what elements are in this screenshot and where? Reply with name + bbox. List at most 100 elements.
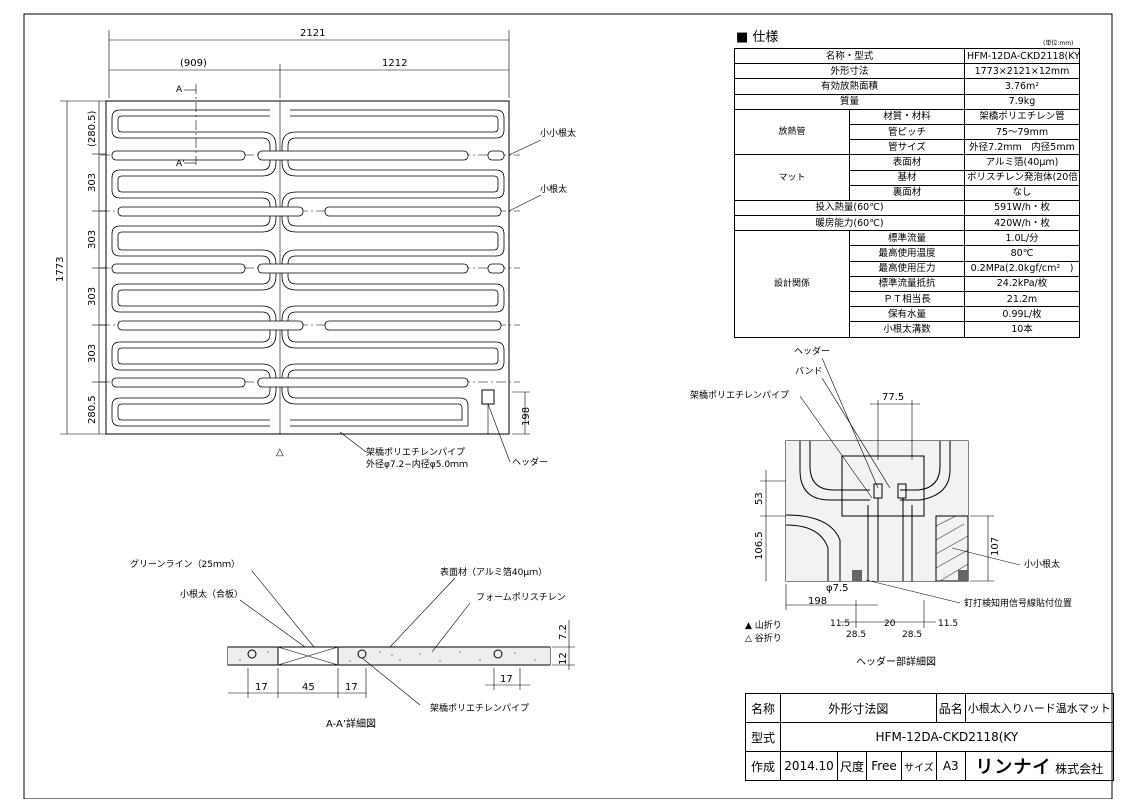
tb-size-label: サイズ bbox=[901, 751, 937, 781]
dim-11-5a: 11.5 bbox=[830, 619, 850, 629]
legend-mountain: ▲ 山折り bbox=[745, 619, 782, 631]
label-small-joist-short: 小小根太 bbox=[540, 127, 576, 139]
spec-value: アルミ箔(40μm) bbox=[964, 154, 1080, 171]
dim-height: 1773 bbox=[55, 257, 66, 282]
section-detail: 17 45 17 17 7.2 12 グリーンライン（25ｍｍ） 小根太（合板）… bbox=[130, 558, 575, 730]
section-caption: A-A’詳細図 bbox=[326, 717, 376, 730]
spec-value: 1773×2121×12mm bbox=[964, 63, 1080, 80]
spec-label: 表面材 bbox=[849, 154, 965, 171]
hd-label-pipe: 架橋ポリエチレンパイプ bbox=[690, 389, 789, 401]
spec-label: 投入熱量(60℃) bbox=[734, 199, 965, 217]
mat-outline bbox=[105, 100, 510, 435]
dim-28-5a: 28.5 bbox=[846, 630, 866, 640]
dim-11-5b: 11.5 bbox=[938, 619, 958, 629]
plan-dimensions: 2121 (909) 1212 1773 (280.5) 303 303 303… bbox=[55, 28, 510, 435]
spec-row: 暖房能力(60℃)420W/h・枚 bbox=[734, 215, 1080, 232]
hd-label-header: ヘッダー bbox=[794, 345, 830, 357]
hd-label-band: バンド bbox=[795, 366, 822, 377]
dim-header-198: 198 bbox=[521, 407, 532, 426]
spec-label: 材質・材料 bbox=[849, 108, 965, 125]
spec-row: 投入熱量(60℃)591W/h・枚 bbox=[734, 199, 1080, 217]
tb-product-value: 小根太入りハード温水マット bbox=[964, 693, 1114, 723]
spec-label: 外形寸法 bbox=[734, 63, 965, 80]
tb-made-label: 作成 bbox=[745, 751, 781, 781]
dim-total-width: 2121 bbox=[300, 28, 325, 39]
tb-made-value: 2014.10 bbox=[780, 751, 838, 781]
header-detail: 77.5 53 106.5 107 198 φ7.5 11.5 28.5 20 … bbox=[690, 345, 1072, 668]
spec-label: 最高使用圧力 bbox=[849, 260, 965, 277]
dim-53: 53 bbox=[754, 492, 765, 505]
tb-model-label: 型式 bbox=[745, 722, 781, 752]
label-section-pipe: 架橋ポリエチレンパイプ bbox=[430, 702, 529, 714]
hd-label-nail: 釘打検知用信号線貼付位置 bbox=[964, 597, 1072, 609]
dim-row-2: 303 bbox=[87, 173, 98, 192]
spec-label: 標準流量 bbox=[849, 230, 965, 247]
spec-title-text: 仕様 bbox=[752, 30, 779, 45]
spec-label: 標準流量抵抗 bbox=[849, 275, 965, 293]
tb-product-label: 品名 bbox=[935, 693, 966, 723]
dim-77-5: 77.5 bbox=[882, 392, 904, 403]
spec-value: 0.2MPa(2.0kgf/cm² ) bbox=[964, 260, 1080, 277]
tb-company: リンナイ 株式会社 bbox=[964, 751, 1114, 781]
spec-value: 10本 bbox=[964, 321, 1080, 338]
dim-12: 12 bbox=[558, 652, 569, 665]
section-marks: A A' bbox=[176, 84, 197, 169]
dim-row-4: 303 bbox=[87, 287, 98, 306]
tb-model-value: HFM-12DA-CKD2118(KY bbox=[780, 722, 1114, 752]
joist-slots bbox=[111, 150, 505, 388]
label-header: ヘッダー bbox=[512, 456, 548, 468]
spec-label: 暖房能力(60℃) bbox=[734, 215, 965, 232]
spec-value: ポリスチレン発泡体(20倍) bbox=[964, 169, 1080, 186]
spec-label: 裏面材 bbox=[849, 184, 965, 201]
spec-value: 24.2kPa/枚 bbox=[964, 275, 1080, 293]
spec-label: 有効放熱面積 bbox=[734, 78, 965, 95]
dim-7-2: 7.2 bbox=[558, 624, 569, 640]
spec-label: ＰＴ相当長 bbox=[849, 290, 965, 308]
spec-label: 名称・型式 bbox=[734, 47, 965, 65]
dim-20: 20 bbox=[884, 619, 896, 629]
label-foam: フォームポリスチレン bbox=[476, 592, 566, 603]
spec-value: 1.0L/分 bbox=[964, 230, 1080, 247]
spec-label: 管サイズ bbox=[849, 139, 965, 156]
tb-scale-label: 尺度 bbox=[836, 751, 868, 781]
header-block bbox=[481, 389, 495, 405]
spec-value: 591W/h・枚 bbox=[964, 199, 1080, 217]
dim-row-5: 303 bbox=[87, 344, 98, 363]
section-mark-top: A bbox=[176, 85, 183, 95]
dim-17c: 17 bbox=[500, 674, 513, 685]
dim-phi-7-5: φ7.5 bbox=[826, 583, 849, 594]
label-pipe: 架橋ポリエチレンパイプ bbox=[366, 446, 465, 458]
tb-size-value: A3 bbox=[935, 751, 966, 781]
dim-45: 45 bbox=[302, 682, 315, 693]
hd-label-small-joist: 小小根太 bbox=[1024, 558, 1060, 570]
label-small-joist-plywood: 小根太（合板） bbox=[180, 588, 243, 600]
dim-right-width: 1212 bbox=[382, 58, 407, 69]
header-detail-caption: ヘッダー部詳細図 bbox=[856, 655, 936, 668]
dim-107: 107 bbox=[990, 537, 1001, 556]
dim-17b: 17 bbox=[345, 682, 358, 693]
dim-row-top: (280.5) bbox=[87, 110, 98, 147]
spec-value: 0.99L/枚 bbox=[964, 306, 1080, 323]
spec-value: 架橋ポリエチレン管 bbox=[964, 108, 1080, 125]
label-green-line: グリーンライン（25ｍｍ） bbox=[130, 558, 240, 570]
spec-value: 3.76m² bbox=[964, 78, 1080, 95]
spec-value: 7.9kg bbox=[964, 93, 1080, 110]
spec-value: 外径7.2mm 内径5mm bbox=[964, 139, 1080, 156]
dim-28-5b: 28.5 bbox=[902, 630, 922, 640]
legend-valley: △ 谷折り bbox=[745, 632, 782, 644]
spec-label: 小根太溝数 bbox=[849, 321, 965, 338]
spec-group-design: 設計関係 bbox=[734, 230, 850, 338]
label-small-joist: 小根太 bbox=[540, 183, 567, 195]
spec-label: 質量 bbox=[734, 93, 965, 110]
tb-name-value: 外形寸法図 bbox=[780, 693, 937, 723]
